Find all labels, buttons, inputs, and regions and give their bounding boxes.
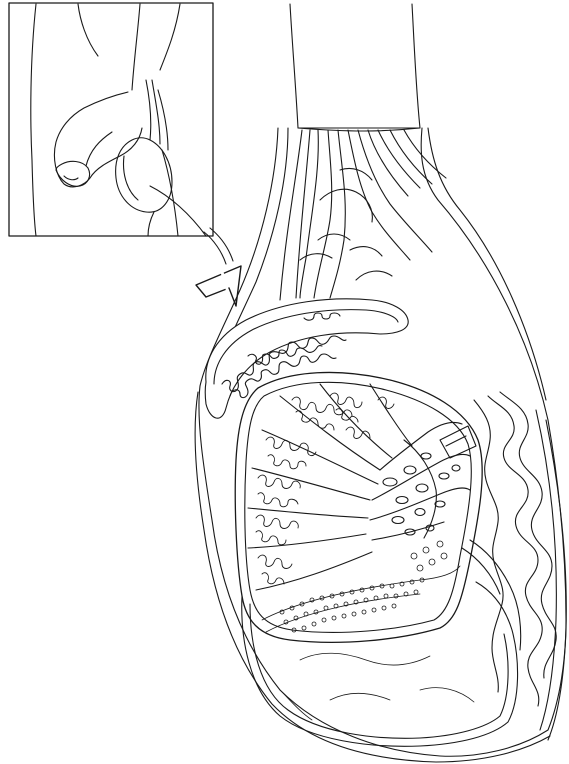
inset-penis xyxy=(54,92,142,187)
cord-sheath xyxy=(290,4,420,128)
inset-panel xyxy=(9,3,213,236)
testis xyxy=(235,372,482,642)
inset-right-contour xyxy=(160,4,180,70)
inset-frame xyxy=(9,3,213,236)
indicator-arrow-icon xyxy=(196,228,241,306)
tunica-albuginea xyxy=(235,372,482,642)
epididymis-body xyxy=(488,396,542,706)
inset-left-thigh xyxy=(31,4,36,236)
